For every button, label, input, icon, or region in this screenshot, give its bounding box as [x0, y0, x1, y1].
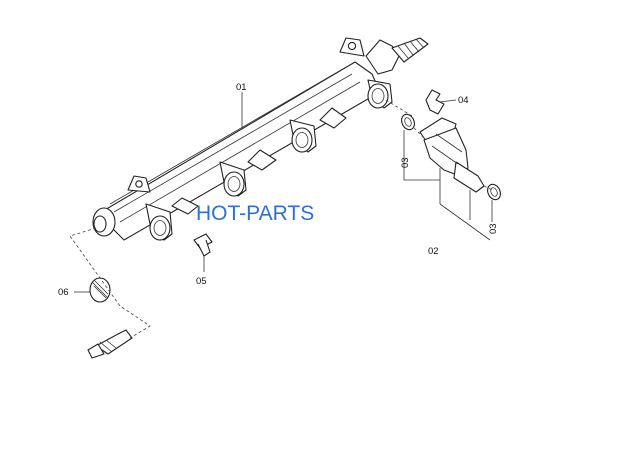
leader-03-upper: [403, 130, 440, 181]
barb-rings: [397, 38, 425, 59]
rail-end-bore: [93, 215, 107, 233]
o-ring-lower-inner: [490, 187, 498, 197]
rail-tab-2: [247, 149, 277, 171]
injector-cup-2: [219, 161, 247, 197]
o-ring-upper: [401, 113, 415, 131]
o-ring-lower: [487, 183, 501, 201]
injector-cup-4: [367, 79, 393, 109]
callout-02: 02: [428, 246, 439, 257]
leader-04: [439, 99, 457, 103]
injector-detail-lines: [431, 133, 463, 165]
o-ring-upper-inner: [404, 117, 412, 127]
callout-06: 06: [58, 287, 69, 298]
rail-tab-1: [171, 197, 199, 215]
callout-03-upper: 03: [400, 157, 411, 168]
fuel-injector: [419, 117, 485, 193]
injector-nozzle: [453, 161, 485, 193]
bracket-hole: [135, 180, 143, 188]
rail-tab-3: [319, 107, 347, 129]
callout-01: 01: [236, 82, 247, 93]
inlet-fitting: [365, 39, 401, 75]
bracket-hole: [347, 41, 357, 51]
mounting-bolt: [193, 233, 213, 257]
fuel-rail: [92, 37, 429, 241]
sensor-dash-line: [69, 227, 151, 339]
callout-03-lower: 03: [488, 223, 499, 234]
injector-cup-3: [289, 119, 317, 153]
injector-cup-1: [145, 203, 173, 241]
nozzle-dash-line: [483, 185, 493, 191]
pressure-sensor: [87, 277, 133, 359]
callout-04: 04: [458, 95, 469, 106]
rail-ridge-lines: [109, 65, 361, 223]
callout-05: 05: [196, 276, 207, 287]
leader-02-bracket: [439, 168, 491, 241]
injector-dash-line: [385, 99, 427, 141]
watermark-text: HOT-PARTS: [196, 202, 314, 225]
